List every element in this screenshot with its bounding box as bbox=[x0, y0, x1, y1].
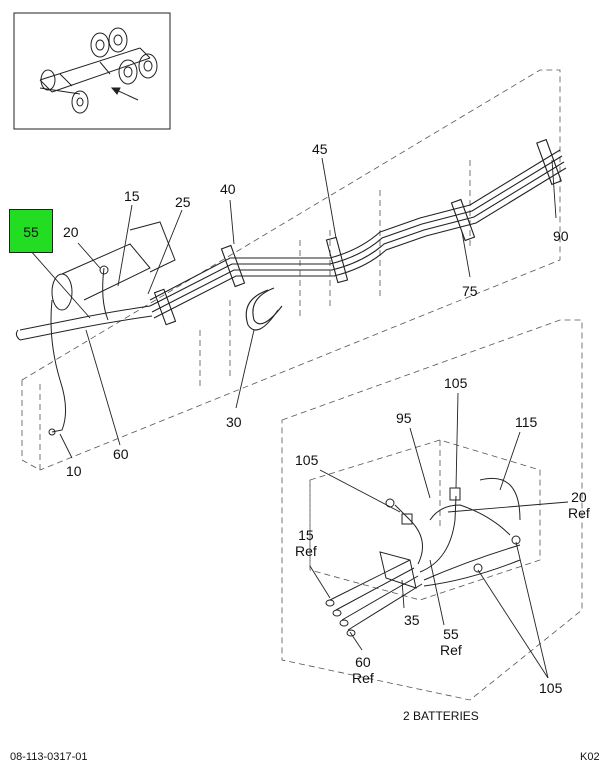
callout-15-ref-number: 15 bbox=[298, 527, 314, 543]
callout-60-ref-number: 60 bbox=[355, 654, 371, 670]
callout-105-left[interactable]: 105 bbox=[295, 452, 319, 468]
callout-75[interactable]: 75 bbox=[462, 283, 478, 299]
callout-20-ref-number: 20 bbox=[571, 489, 587, 505]
callout-15-ref[interactable]: 15 Ref bbox=[295, 527, 317, 559]
callout-30[interactable]: 30 bbox=[226, 414, 242, 430]
starter-motor bbox=[15, 221, 176, 436]
callout-20[interactable]: 20 bbox=[63, 224, 79, 240]
callout-20-ref[interactable]: 20 Ref bbox=[568, 489, 590, 521]
callout-10[interactable]: 10 bbox=[66, 463, 82, 479]
callout-15-ref-suffix: Ref bbox=[295, 543, 317, 559]
callout-95[interactable]: 95 bbox=[396, 410, 412, 426]
callout-40[interactable]: 40 bbox=[220, 181, 236, 197]
callout-90[interactable]: 90 bbox=[553, 228, 569, 244]
leader-lines-detail bbox=[309, 392, 569, 679]
callout-60[interactable]: 60 bbox=[113, 446, 129, 462]
battery-detail-phantom bbox=[281, 319, 583, 701]
leader-lines-main bbox=[29, 157, 557, 459]
callout-105-bottom[interactable]: 105 bbox=[539, 680, 563, 696]
frame-rail-phantom bbox=[21, 69, 561, 471]
callout-55-ref[interactable]: 55 Ref bbox=[440, 626, 462, 658]
locator-inset bbox=[13, 12, 171, 130]
callout-55-ref-suffix: Ref bbox=[440, 642, 462, 658]
callout-60-ref-suffix: Ref bbox=[352, 670, 374, 686]
callout-55-highlight[interactable]: 55 bbox=[9, 209, 53, 253]
callout-115[interactable]: 115 bbox=[515, 414, 538, 430]
callout-25[interactable]: 25 bbox=[175, 194, 191, 210]
battery-detail-cables bbox=[325, 478, 521, 637]
callout-60-ref[interactable]: 60 Ref bbox=[352, 654, 374, 686]
sheet-code: K02 bbox=[580, 751, 600, 763]
callout-20-ref-suffix: Ref bbox=[568, 505, 590, 521]
drawing-number: 08-113-0317-01 bbox=[10, 751, 88, 763]
callout-55-label: 55 bbox=[23, 224, 39, 240]
detail-caption: 2 BATTERIES bbox=[403, 709, 479, 723]
callout-55-ref-number: 55 bbox=[443, 626, 459, 642]
callout-105-top[interactable]: 105 bbox=[444, 375, 468, 391]
callout-15[interactable]: 15 bbox=[124, 188, 140, 204]
callout-35[interactable]: 35 bbox=[404, 612, 420, 628]
main-cable-bundle bbox=[149, 138, 567, 331]
callout-45[interactable]: 45 bbox=[312, 141, 328, 157]
